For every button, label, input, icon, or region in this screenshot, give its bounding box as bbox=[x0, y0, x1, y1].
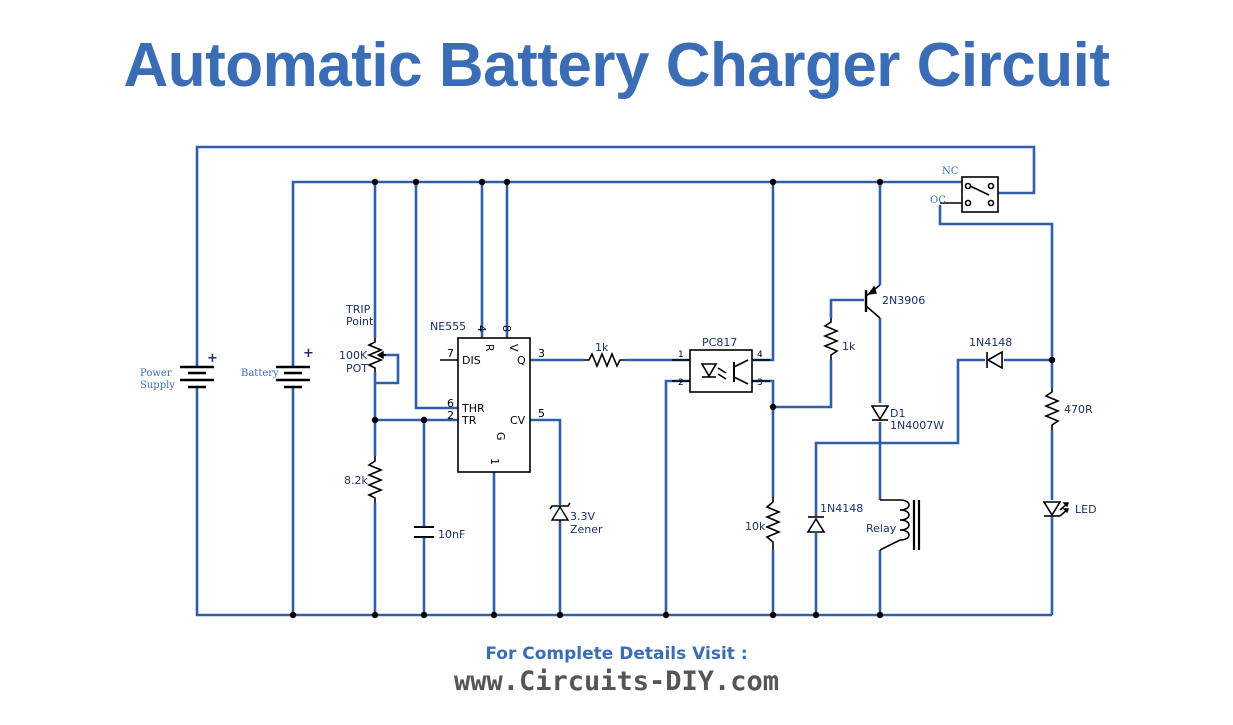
relay-switch-symbol bbox=[940, 176, 999, 213]
resistor-1k-output-symbol bbox=[584, 351, 625, 369]
resistor-470r-symbol bbox=[1043, 388, 1061, 430]
pot-value-label: 100K bbox=[339, 349, 368, 362]
zener-value-label: 3.3V bbox=[570, 510, 595, 523]
trip-label-line1: TRIP bbox=[345, 303, 371, 316]
ne555-label: NE555 bbox=[430, 320, 466, 333]
ic-thr-pin-label: THR bbox=[461, 402, 485, 415]
transistor-label: 2N3906 bbox=[882, 294, 925, 307]
d1-label: D1 bbox=[890, 407, 905, 420]
resistor-470r-label: 470R bbox=[1064, 403, 1093, 416]
pc817-optocoupler-symbol bbox=[672, 349, 770, 393]
power-supply-label-line2: Supply bbox=[140, 380, 175, 391]
ic-pin1-number: 1 bbox=[488, 458, 501, 465]
zener-type-label: Zener bbox=[570, 523, 603, 536]
ic-pin2-number: 2 bbox=[447, 409, 454, 422]
led-diode-symbol bbox=[986, 350, 1003, 370]
ic-g-pin-label: G bbox=[494, 432, 507, 441]
relay-oc-label: OC bbox=[930, 195, 946, 206]
capacitor-symbol bbox=[414, 526, 434, 538]
ne555-ic-body bbox=[457, 337, 531, 473]
resistor-1k-base-symbol bbox=[822, 318, 840, 360]
d1-part-label: 1N4007W bbox=[890, 419, 944, 432]
pc817-pin1: 1 bbox=[678, 350, 684, 360]
top-diode-label: 1N4148 bbox=[969, 336, 1012, 349]
zener-diode-symbol bbox=[549, 502, 571, 522]
ic-pin4-number: 4 bbox=[475, 325, 488, 332]
ic-pin3-number: 3 bbox=[538, 347, 545, 360]
ic-dis-pin-label: DIS bbox=[462, 354, 481, 367]
ic-pin5-number: 5 bbox=[538, 407, 545, 420]
ic-cv-pin-label: CV bbox=[510, 414, 526, 427]
ic-v-pin-label: V bbox=[507, 344, 520, 352]
relay-diode-label: 1N4148 bbox=[820, 502, 863, 515]
power-supply-label-line1: Power bbox=[140, 368, 172, 379]
capacitor-label: 10nF bbox=[438, 528, 465, 541]
power-supply-plus: + bbox=[207, 351, 218, 366]
led-label: LED bbox=[1075, 503, 1097, 516]
resistor-1k-output-label: 1k bbox=[595, 341, 609, 354]
ic-pin6-number: 6 bbox=[447, 397, 454, 410]
junction-dots bbox=[289, 178, 1056, 619]
footer-visit-text: For Complete Details Visit : bbox=[485, 644, 748, 664]
led-symbol bbox=[1042, 501, 1069, 517]
resistor-8k2-label: 8.2k bbox=[344, 474, 368, 487]
pc817-pin2: 2 bbox=[678, 378, 684, 388]
potentiometer-symbol bbox=[366, 338, 386, 372]
resistor-10k-label: 10k bbox=[745, 520, 766, 533]
wires bbox=[195, 145, 1054, 617]
pc817-pin3: 3 bbox=[757, 378, 763, 388]
pc817-label: PC817 bbox=[702, 336, 737, 349]
trip-label-line2: Point bbox=[346, 315, 374, 328]
battery-symbol bbox=[276, 365, 310, 389]
relay-label: Relay bbox=[866, 522, 897, 535]
battery-plus: + bbox=[303, 346, 314, 361]
battery-label: Battery bbox=[241, 368, 279, 379]
pot-label: POT bbox=[346, 362, 368, 375]
resistor-10k-symbol bbox=[764, 497, 782, 550]
relay-diode-symbol bbox=[806, 516, 826, 533]
resistor-8k2-symbol bbox=[366, 456, 384, 503]
relay-nc-label: NC bbox=[942, 166, 959, 177]
ic-pin7-number: 7 bbox=[447, 347, 454, 360]
pc817-pin4: 4 bbox=[757, 350, 763, 360]
footer-url[interactable]: www.Circuits-DIY.com bbox=[453, 666, 780, 697]
ic-tr-pin-label: TR bbox=[461, 414, 477, 427]
page-title: Automatic Battery Charger Circuit bbox=[123, 31, 1110, 100]
pnp-transistor-symbol bbox=[864, 284, 881, 319]
ic-pin8-number: 8 bbox=[500, 325, 513, 332]
d1-diode-symbol bbox=[870, 405, 890, 421]
resistor-1k-base-label: 1k bbox=[842, 340, 856, 353]
ic-q-pin-label: Q bbox=[517, 354, 526, 367]
relay-coil-symbol bbox=[879, 499, 921, 551]
power-supply-battery-symbol bbox=[180, 365, 214, 389]
ic-r-pin-label: R bbox=[483, 344, 496, 352]
